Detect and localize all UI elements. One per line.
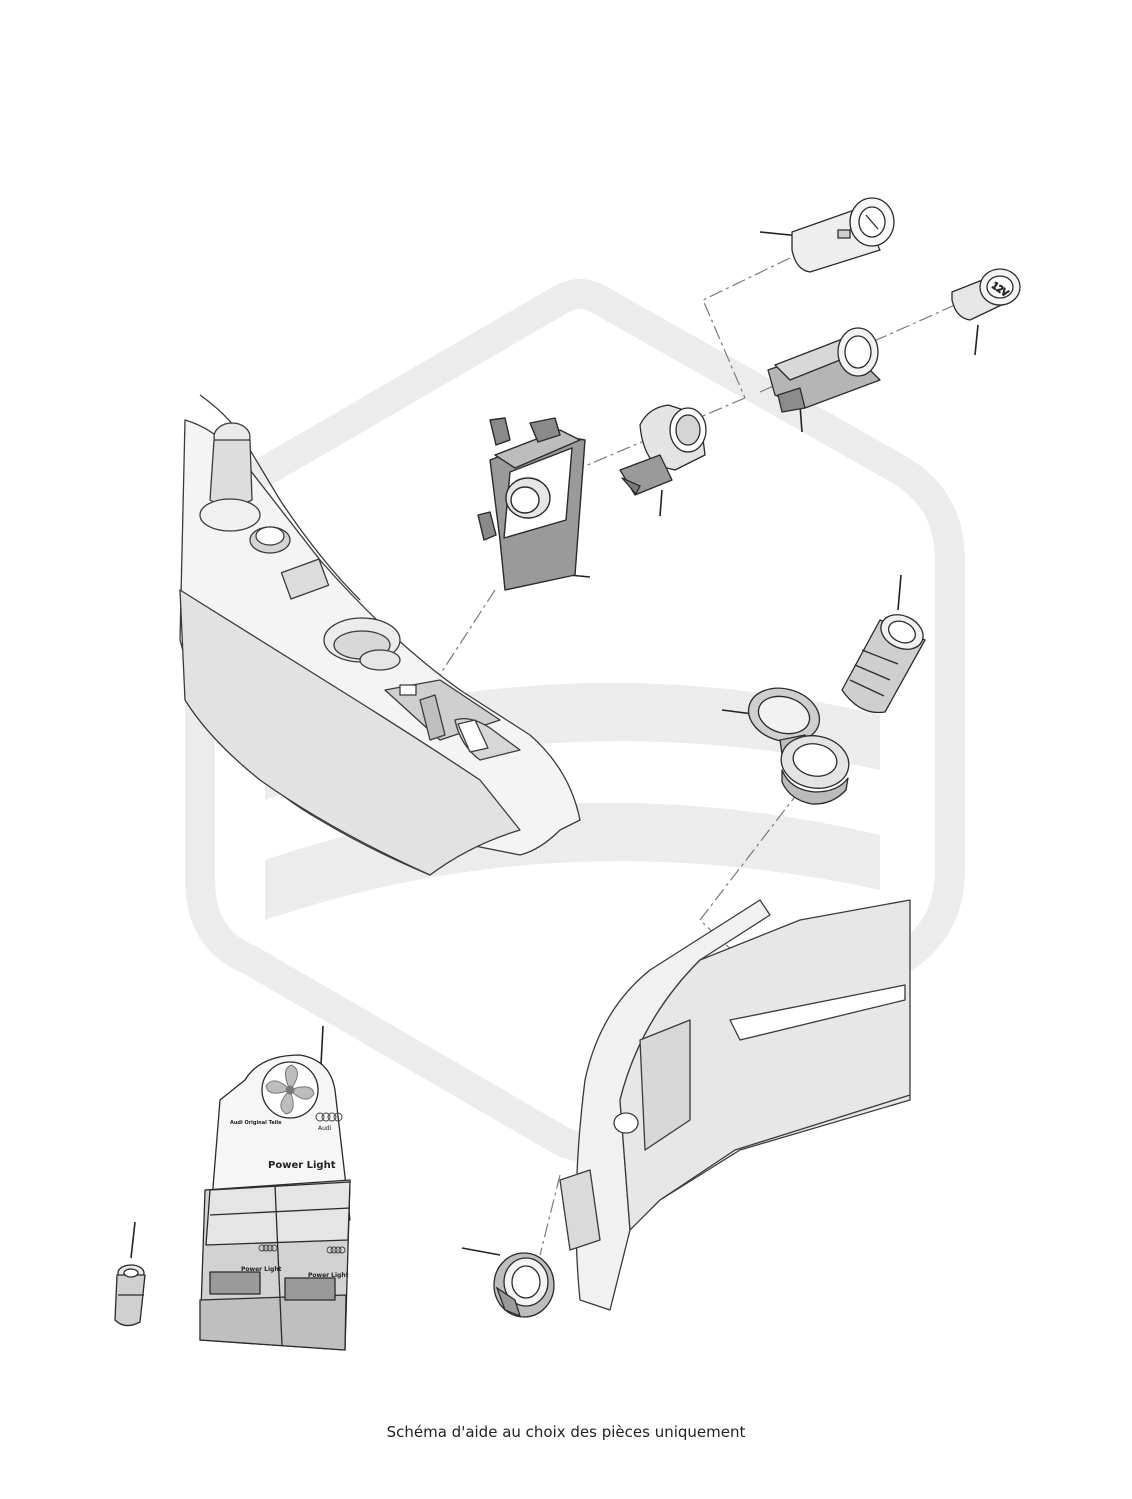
center-console [179,394,581,876]
package-inner-product-right: Power Light [308,1272,349,1279]
audi-rings-icon-small-left [258,1244,278,1252]
package-brand-line: Audi Original Teile [230,1120,282,1126]
power-light-display-box [199,1054,351,1351]
socket-housing [767,327,881,413]
package-logo-word: Audi [318,1125,332,1132]
socket-cap-12v: 12V [951,268,1021,321]
power-plug-adapter [114,1264,146,1327]
socket-bracket [477,417,586,591]
ribbed-socket [841,614,926,714]
cigarette-lighter-element [791,197,895,273]
package-product-title: Power Light [268,1160,336,1171]
package-inner-product-left: Power Light [241,1266,282,1273]
audi-rings-icon-small-right [326,1246,346,1254]
callout-lines [130,231,979,1259]
socket-sleeve [619,404,707,496]
trunk-side-panel [559,899,911,1311]
audi-rings-icon [315,1112,343,1122]
threaded-ring-nut [493,1252,555,1318]
socket-cover [747,687,850,805]
diagram-caption: Schéma d'aide au choix des pièces unique… [386,1423,746,1441]
fan-icon [265,1064,315,1115]
